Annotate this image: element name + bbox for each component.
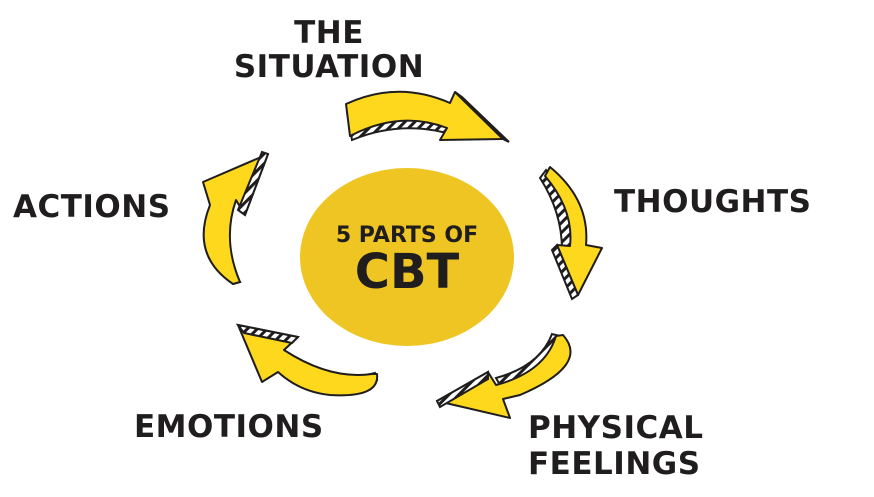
node-label-line: FEELINGS bbox=[528, 446, 701, 482]
node-label-line: ACTIONS bbox=[13, 189, 171, 225]
node-label-physical-feelings: PHYSICAL FEELINGS bbox=[528, 410, 703, 482]
center-hub: 5 PARTS OF CBT bbox=[300, 168, 514, 346]
node-label-line: THE bbox=[294, 15, 364, 51]
node-label-situation: THE SITUATION bbox=[224, 16, 434, 84]
node-label-thoughts: THOUGHTS bbox=[614, 187, 811, 218]
arrow-situation-to-thoughts bbox=[345, 90, 510, 143]
hub-title: CBT bbox=[354, 243, 460, 300]
node-label-actions: ACTIONS bbox=[13, 192, 171, 223]
arrow-actions-to-situation bbox=[202, 150, 270, 286]
node-label-line: THOUGHTS bbox=[614, 184, 812, 220]
hub-subtitle: 5 PARTS OF bbox=[335, 222, 479, 248]
arrow-thoughts-to-physical bbox=[538, 166, 603, 301]
node-label-line: PHYSICAL bbox=[528, 410, 704, 446]
node-label-line: EMOTIONS bbox=[134, 409, 324, 445]
arrow-emotions-to-actions bbox=[235, 323, 379, 397]
node-label-line: SITUATION bbox=[233, 49, 425, 85]
node-label-emotions: EMOTIONS bbox=[134, 412, 324, 443]
arrow-physical-to-emotions bbox=[435, 332, 572, 419]
